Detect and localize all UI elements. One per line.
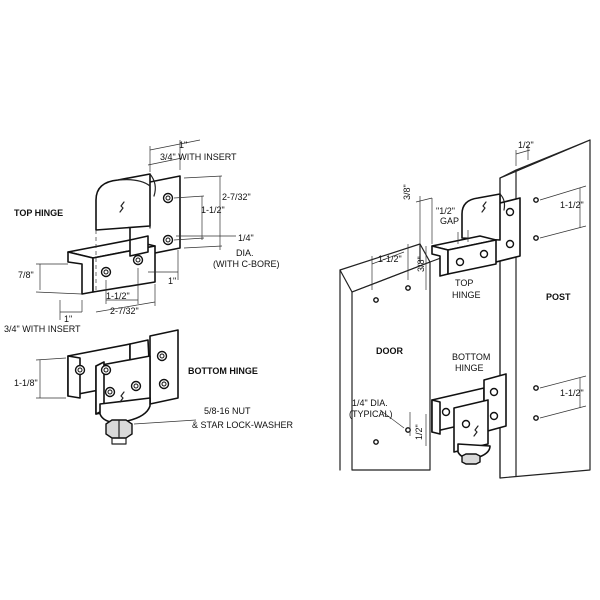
top-hinge-dimensions — [35, 139, 236, 320]
dia-label: DIA. — [236, 248, 254, 258]
bottom-hinge-title: BOTTOM HINGE — [188, 366, 258, 376]
top-hinge-title: TOP HINGE — [14, 208, 63, 218]
washer-label: & STAR LOCK-WASHER — [192, 420, 294, 430]
dim-38-side: 3/8" — [416, 256, 426, 272]
top-hinge-drawing — [67, 173, 181, 295]
door-label: DOOR — [376, 346, 404, 356]
dim-34-insert-top: 3/4" WITH INSERT — [160, 152, 237, 162]
dim-1-1-2-post-bottom: 1-1/2" — [560, 388, 584, 398]
dim-2-7-32-bottom: 2-7/32" — [110, 306, 139, 316]
dim-1-1-2-bottom: 1-1/2" — [106, 291, 130, 301]
bottom-hinge-install-1: BOTTOM — [452, 352, 490, 362]
dim-1in-side: 1" — [168, 276, 176, 286]
dim-2-7-32-right: 2-7/32" — [222, 192, 251, 202]
dim-12-post: 1/2" — [518, 140, 534, 150]
dim-34-insert-bottom: 3/4" WITH INSERT — [4, 324, 81, 334]
bottom-hinge-drawing — [67, 329, 179, 445]
bottom-hinge-dimensions — [35, 357, 197, 425]
dia-14-typical-1: 1/4" DIA. — [352, 398, 388, 408]
dim-78: 7/8" — [18, 270, 34, 280]
dim-1in-top: 1" — [179, 140, 187, 150]
dim-1-1-8: 1-1/8" — [14, 378, 38, 388]
post-label: POST — [546, 292, 571, 302]
dim-12-door-bottom: 1/2" — [414, 424, 424, 440]
dim-1-1-2-door: 1-1/2" — [378, 254, 402, 264]
gap-word: GAP — [440, 216, 459, 226]
dim-38-top: 3/8" — [402, 184, 412, 200]
dia-14: 1/4" — [238, 233, 254, 243]
post-drawing — [499, 139, 591, 479]
with-cbore: (WITH C-BORE) — [213, 259, 280, 269]
installed-bottom-hinge — [431, 373, 507, 465]
dim-1-1-2-post-top: 1-1/2" — [560, 200, 584, 210]
install-dimensions — [371, 146, 587, 446]
top-hinge-install-1: TOP — [455, 278, 473, 288]
nut-label: 5/8-16 NUT — [204, 406, 251, 416]
dim-1-1-2-right: 1-1/2" — [201, 205, 225, 215]
gap-12: "1/2" — [436, 206, 455, 216]
dia-14-typical-2: (TYPICAL) — [349, 409, 393, 419]
dim-1in-lower: 1" — [64, 314, 72, 324]
top-hinge-install-2: HINGE — [452, 290, 481, 300]
installed-top-hinge — [431, 193, 521, 277]
bottom-hinge-install-2: HINGE — [455, 363, 484, 373]
